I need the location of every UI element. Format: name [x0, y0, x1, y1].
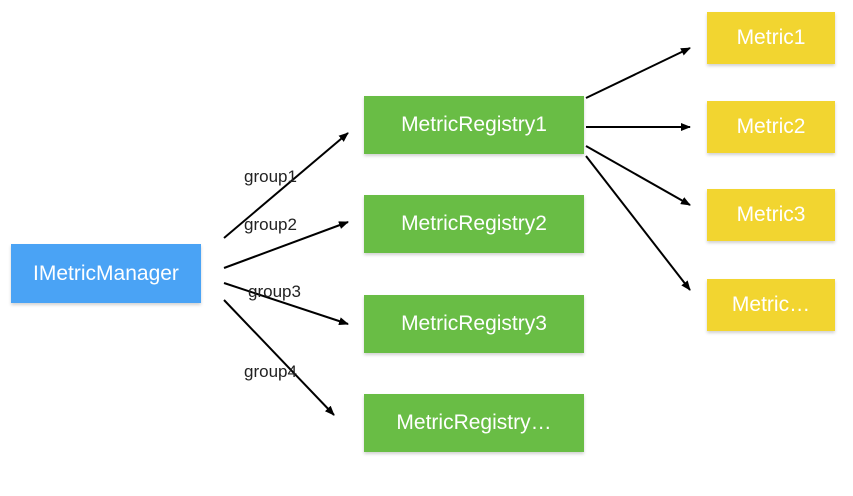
arrow-registry1-to-metric1 — [585, 47, 691, 99]
arrow-manager-to-registry2 — [223, 221, 349, 269]
group4-label: group4 — [244, 362, 297, 381]
metric3-node: Metric3 — [707, 189, 835, 241]
metric1-node: Metric1 — [707, 12, 835, 64]
metric3-label: Metric3 — [736, 203, 806, 226]
metric2-node: Metric2 — [707, 101, 835, 153]
metricregistry2-node: MetricRegistry2 — [364, 195, 584, 253]
arrow-registry1-to-metric3 — [585, 145, 691, 206]
imetricmanager-label: IMetricManager — [33, 261, 179, 285]
metricregistry3-label: MetricRegistry3 — [401, 312, 547, 335]
arrow-manager-to-registry3 — [223, 282, 349, 325]
metric-ellipsis-label: Metric… — [731, 293, 811, 316]
metric-ellipsis-node: Metric… — [707, 279, 835, 331]
group2-label: group2 — [244, 215, 297, 234]
metric2-label: Metric2 — [736, 115, 806, 138]
metricregistry1-node: MetricRegistry1 — [364, 96, 584, 154]
metricregistry3-node: MetricRegistry3 — [364, 295, 584, 353]
metricregistry-ellipsis-node: MetricRegistry… — [364, 394, 584, 452]
group1-label: group1 — [244, 167, 297, 186]
metricregistry1-label: MetricRegistry1 — [401, 113, 547, 136]
group3-label: group3 — [248, 282, 301, 301]
arrow-manager-to-registry4 — [223, 299, 335, 416]
imetricmanager-node: IMetricManager — [11, 244, 201, 303]
metricregistry-ellipsis-label: MetricRegistry… — [396, 411, 552, 434]
metric1-label: Metric1 — [736, 26, 806, 49]
arrow-manager-to-registry1 — [223, 132, 349, 239]
metricregistry2-label: MetricRegistry2 — [401, 212, 547, 235]
arrow-registry1-to-metric4 — [585, 155, 691, 291]
